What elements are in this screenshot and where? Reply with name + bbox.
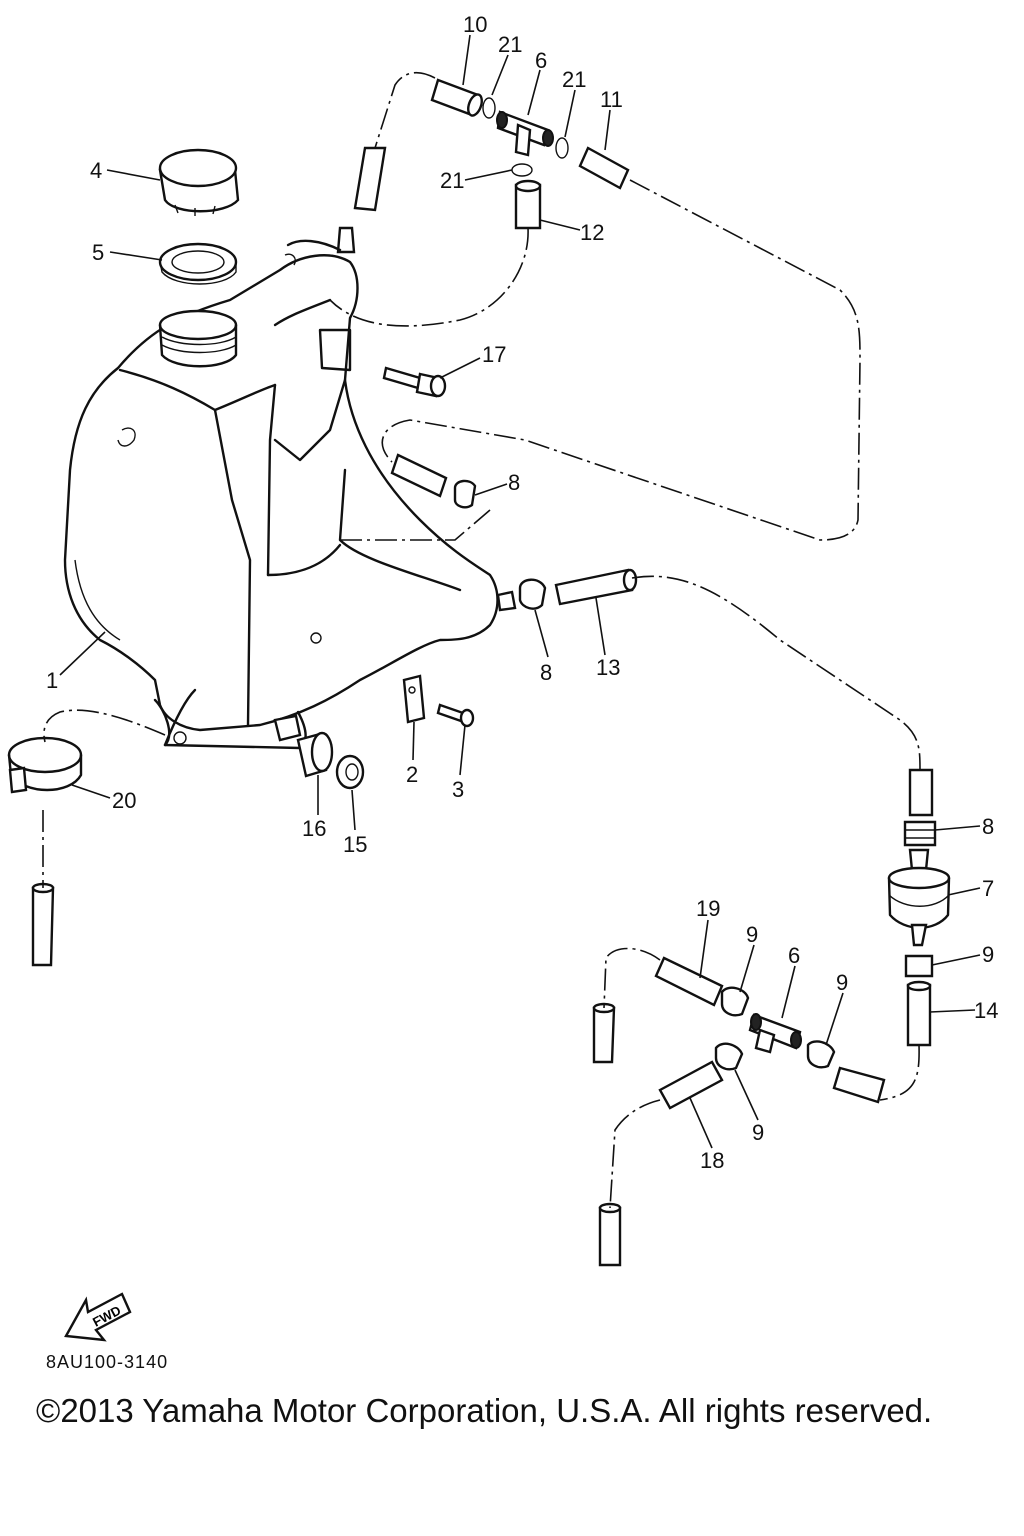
callout-16: 16 xyxy=(302,816,326,841)
short-hose-tank xyxy=(390,453,448,498)
callout-21a: 21 xyxy=(498,32,522,57)
callout-6b: 6 xyxy=(788,943,800,968)
damper-16 xyxy=(296,731,334,778)
callout-15: 15 xyxy=(343,832,367,857)
drain-hose xyxy=(31,882,55,967)
callout-13: 13 xyxy=(596,655,620,680)
bolt-17 xyxy=(382,366,447,398)
short-hose-right xyxy=(832,1066,886,1104)
hose-19 xyxy=(654,956,724,1007)
clamp-8-outlet xyxy=(518,578,547,610)
collar-15 xyxy=(335,754,365,790)
callout-8a: 8 xyxy=(508,470,520,495)
callout-19: 19 xyxy=(696,896,720,921)
clip-21c xyxy=(511,163,533,177)
fuel-filter-7 xyxy=(887,848,951,947)
callout-5: 5 xyxy=(92,240,104,265)
fwd-arrow-icon: FWD xyxy=(64,1292,132,1342)
clamp-9-right xyxy=(806,1040,836,1069)
hose-18 xyxy=(658,1060,724,1110)
callout-9b: 9 xyxy=(746,922,758,947)
screw-3 xyxy=(436,703,475,728)
hose-10 xyxy=(430,78,483,117)
callout-12: 12 xyxy=(580,220,604,245)
clamp-9-filter xyxy=(904,954,934,978)
callout-8b: 8 xyxy=(540,660,552,685)
callout-9c: 9 xyxy=(836,970,848,995)
callout-21c: 21 xyxy=(440,168,464,193)
hose-14 xyxy=(906,980,932,1047)
clamp-8-filter xyxy=(903,820,937,847)
routing-lines xyxy=(42,71,921,1209)
callout-9a: 9 xyxy=(982,942,994,967)
callout-2: 2 xyxy=(406,762,418,787)
short-hose-vent xyxy=(353,146,387,212)
callouts: 4 5 1 2 3 16 15 20 10 21 6 21 11 21 12 1… xyxy=(46,12,998,1173)
diagram-code: 8AU100-3140 xyxy=(46,1352,169,1372)
fuel-tank xyxy=(63,226,517,750)
hose-13 xyxy=(554,568,638,606)
clamp-8-upper xyxy=(453,479,477,509)
clamp-9-left xyxy=(720,986,750,1017)
callout-9d: 9 xyxy=(752,1120,764,1145)
copyright-notice: ©2013 Yamaha Motor Corporation, U.S.A. A… xyxy=(36,1392,933,1429)
hose-12 xyxy=(514,179,542,230)
band-20 xyxy=(7,736,83,794)
callout-4: 4 xyxy=(90,158,102,183)
short-hose-left-18 xyxy=(598,1202,622,1267)
callout-14: 14 xyxy=(974,998,998,1023)
joint-6-lower xyxy=(748,1013,802,1054)
joint-6-top xyxy=(496,110,554,157)
clamp-9-bottom xyxy=(714,1042,744,1071)
hose-11 xyxy=(578,146,630,190)
clip-21a xyxy=(482,97,496,119)
callout-21b: 21 xyxy=(562,67,586,92)
fuel-cap xyxy=(158,148,240,216)
callout-6a: 6 xyxy=(535,48,547,73)
callout-3: 3 xyxy=(452,777,464,802)
callout-11: 11 xyxy=(600,87,623,112)
clip-21b xyxy=(555,137,569,159)
callout-18: 18 xyxy=(700,1148,724,1173)
callout-17: 17 xyxy=(482,342,506,367)
bracket-2 xyxy=(402,674,426,724)
leader-lines xyxy=(59,34,981,1149)
short-hose-filter-top xyxy=(908,768,934,817)
short-hose-left-19 xyxy=(592,1002,616,1064)
callout-1: 1 xyxy=(46,668,58,693)
callout-20: 20 xyxy=(112,788,136,813)
cap-gasket xyxy=(158,242,238,285)
callout-8c: 8 xyxy=(982,814,994,839)
callout-7: 7 xyxy=(982,876,994,901)
callout-10: 10 xyxy=(463,12,487,37)
